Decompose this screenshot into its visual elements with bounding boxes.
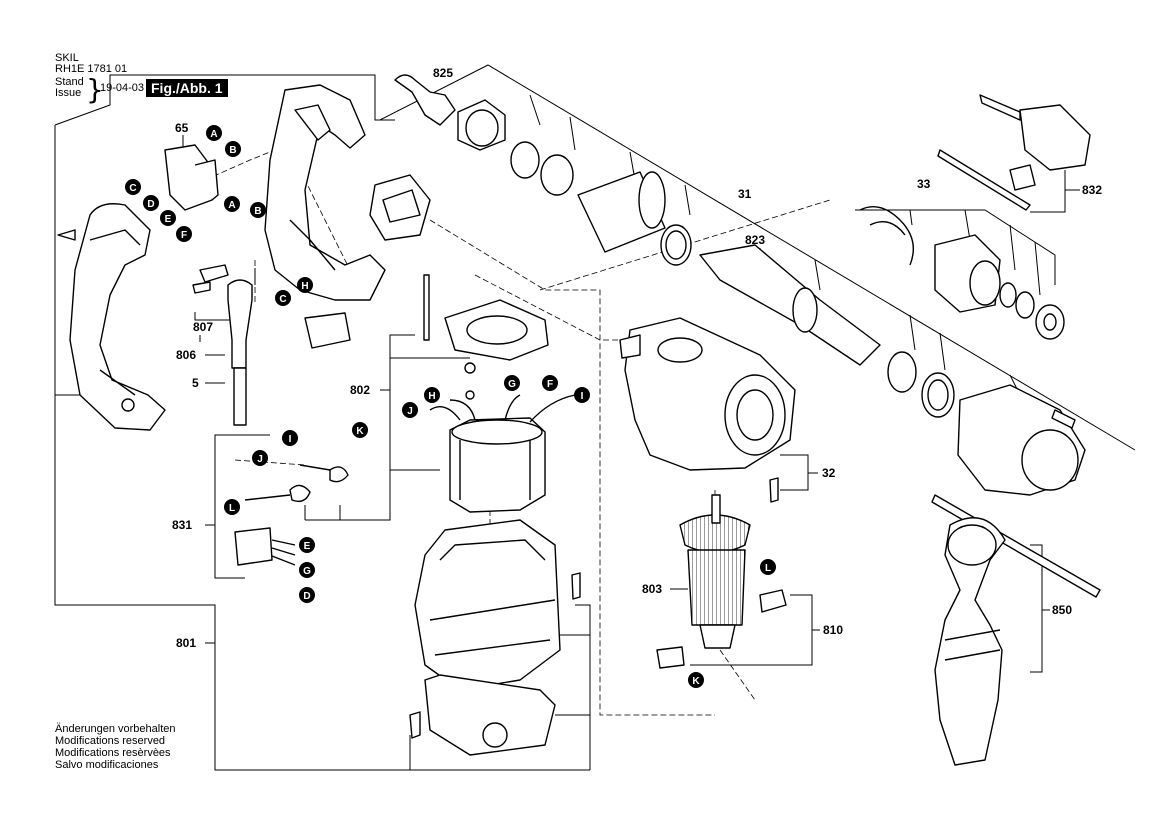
part-label: 5	[192, 376, 199, 390]
callout-b: B	[225, 141, 241, 157]
part-label: 810	[823, 623, 843, 637]
svg-text:K: K	[356, 426, 364, 437]
callout-b: B	[250, 202, 266, 218]
model-number: RH1E 1781 01	[55, 63, 128, 75]
svg-text:D: D	[147, 199, 154, 210]
svg-text:K: K	[692, 676, 700, 687]
note-de: Änderungen vorbehalten	[55, 723, 176, 735]
part-label: 831	[172, 518, 192, 532]
svg-text:D: D	[303, 591, 310, 602]
parts-artwork	[57, 74, 1101, 766]
svg-text:C: C	[129, 183, 136, 194]
callout-j: J	[252, 450, 268, 466]
footer-notes: Änderungen vorbehalten Modifications res…	[55, 723, 175, 771]
svg-text:J: J	[407, 406, 413, 417]
svg-text:A: A	[228, 200, 235, 211]
svg-text:I: I	[581, 391, 584, 402]
svg-text:F: F	[181, 230, 187, 241]
callout-a: A	[224, 196, 240, 212]
part-number-labels: 825 65 31 823 33 832 807 806 5 802 831 8…	[172, 66, 1102, 650]
svg-text:C: C	[279, 294, 286, 305]
callout-k: K	[352, 422, 368, 438]
part-label: 32	[822, 466, 836, 480]
svg-text:H: H	[301, 281, 308, 292]
svg-text:I: I	[289, 434, 292, 445]
callout-i: I	[282, 430, 298, 446]
brand-label: SKIL	[55, 52, 79, 64]
part-label: 823	[745, 233, 765, 247]
svg-text:F: F	[547, 379, 553, 390]
part-label: 31	[738, 187, 752, 201]
note-es: Salvo modificaciones	[55, 759, 159, 771]
callout-f: F	[176, 226, 192, 242]
callout-g: G	[504, 375, 520, 391]
auxiliary-handle	[934, 517, 1006, 766]
base-cover	[424, 674, 556, 756]
part-label: 803	[642, 582, 662, 596]
brace-icon: }	[86, 73, 104, 106]
drill-chuck	[1019, 104, 1091, 171]
svg-text:J: J	[257, 454, 263, 465]
svg-text:G: G	[508, 379, 516, 390]
svg-text:G: G	[303, 566, 311, 577]
part-label: 807	[193, 320, 213, 334]
callout-f: F	[542, 375, 558, 391]
callout-i: I	[574, 387, 590, 403]
part-label: 850	[1052, 603, 1072, 617]
stand-label: Stand	[55, 76, 84, 88]
part-label: 806	[176, 348, 196, 362]
svg-text:L: L	[765, 563, 771, 574]
callout-h: H	[424, 387, 440, 403]
tool-holder-tube	[699, 244, 881, 366]
callout-k: K	[688, 672, 704, 688]
callout-a: A	[206, 125, 222, 141]
svg-text:E: E	[165, 214, 172, 225]
part-label: 825	[433, 66, 453, 80]
note-fr: Modifications resèrvèes	[55, 747, 171, 759]
svg-text:B: B	[254, 206, 261, 217]
callout-d: D	[299, 587, 315, 603]
handle-half-shell	[69, 203, 166, 431]
callout-j: J	[402, 402, 418, 418]
svg-text:H: H	[428, 391, 435, 402]
part-label: 33	[917, 177, 931, 191]
note-en: Modifications reserved	[55, 735, 166, 747]
issue-date: 19-04-03	[100, 82, 145, 94]
callout-e: E	[299, 537, 315, 553]
part-label: 65	[175, 121, 189, 135]
svg-text:B: B	[229, 145, 236, 156]
callout-d: D	[143, 195, 159, 211]
callout-e: E	[160, 210, 176, 226]
part-label: 802	[350, 383, 370, 397]
part-label: 801	[176, 636, 196, 650]
svg-text:A: A	[210, 129, 217, 140]
motor-housing	[414, 519, 561, 691]
figure-badge: Fig./Abb. 1	[146, 79, 228, 97]
callout-c: C	[125, 179, 141, 195]
callout-h: H	[297, 277, 313, 293]
callout-l: L	[224, 499, 240, 515]
callout-g: G	[299, 562, 315, 578]
svg-text:L: L	[229, 503, 235, 514]
callout-c: C	[275, 290, 291, 306]
issue-label: Issue	[55, 87, 82, 99]
part-label: 832	[1082, 183, 1102, 197]
connector-callouts: A B C D E F A B C H G F H I J K I J L E …	[125, 125, 776, 688]
svg-text:E: E	[304, 541, 311, 552]
rear-handle-housing	[264, 84, 386, 301]
cord-guard-806	[227, 279, 253, 369]
callout-l: L	[760, 559, 776, 575]
